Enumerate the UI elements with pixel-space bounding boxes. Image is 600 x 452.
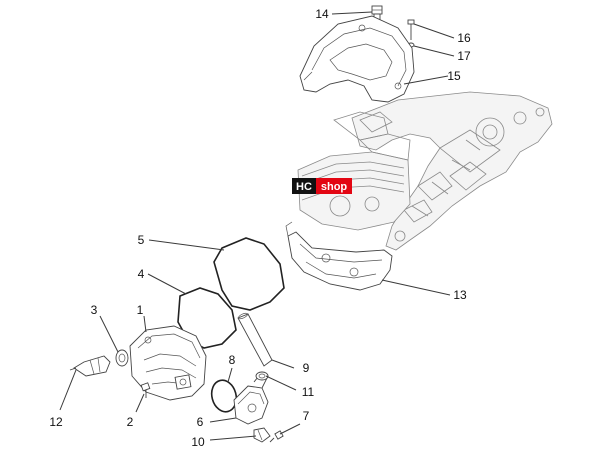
callout-3: 3 — [91, 303, 98, 317]
callout-5: 5 — [138, 233, 145, 247]
part-5-gasket — [213, 237, 285, 311]
callout-4: 4 — [138, 267, 145, 281]
logo-hc-box — [292, 178, 316, 194]
logo-hc-text: HC — [296, 181, 312, 193]
callout-10: 10 — [191, 435, 205, 449]
callout-1: 1 — [137, 303, 144, 317]
part-3-seal — [115, 349, 129, 367]
part-9-hose — [237, 312, 273, 367]
part-2-bolt — [140, 382, 151, 398]
part-16-screw — [407, 19, 415, 40]
callout-13: 13 — [453, 288, 467, 302]
callout-12: 12 — [49, 415, 63, 429]
part-8-oring — [210, 379, 238, 413]
callout-6: 6 — [197, 415, 204, 429]
callout-8: 8 — [229, 353, 236, 367]
leader-lines — [59, 11, 455, 441]
callout-labels: 1 2 3 4 5 6 7 8 9 10 11 12 13 14 15 16 1… — [49, 7, 471, 449]
cylinder-head-block — [297, 111, 411, 231]
part-7-screw — [269, 430, 284, 443]
part-1-valve-cover — [129, 325, 207, 401]
callout-15: 15 — [447, 69, 461, 83]
logo-shop-box — [316, 178, 352, 194]
callout-7: 7 — [303, 409, 310, 423]
callout-2: 2 — [127, 415, 134, 429]
logo-shop-text: shop — [321, 181, 348, 193]
part-12-spark-plug — [69, 355, 111, 377]
part-13-lower-shroud — [285, 221, 393, 291]
callout-17: 17 — [457, 49, 471, 63]
callout-11: 11 — [302, 385, 315, 399]
part-10-fitting — [253, 427, 271, 443]
callout-16: 16 — [457, 31, 471, 45]
part-15-upper-cover — [299, 15, 415, 103]
hc-shop-logo: HC shop — [292, 178, 352, 194]
callout-9: 9 — [303, 361, 310, 375]
part-11-clip — [255, 371, 269, 381]
callout-14: 14 — [315, 7, 329, 21]
